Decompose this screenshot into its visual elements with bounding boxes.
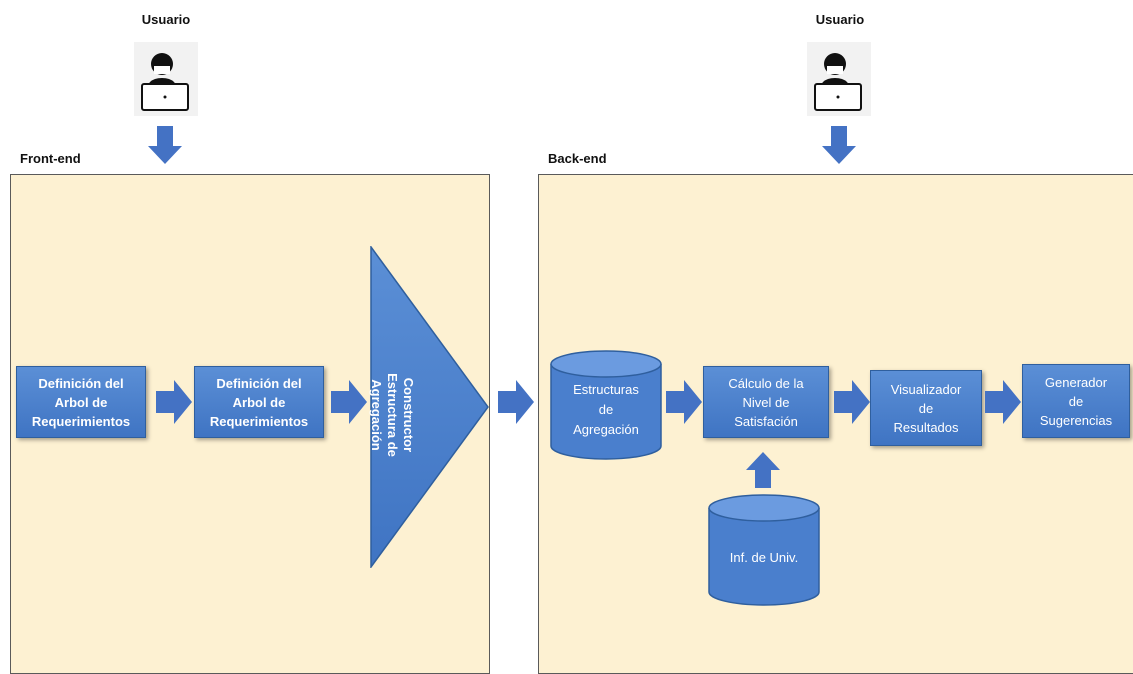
backend-label: Back-end xyxy=(548,151,607,166)
left-down-arrow xyxy=(148,126,182,164)
flow-arrow-3 xyxy=(498,380,534,424)
satisfaction-calc-box: Cálculo de la Nivel de Satisfación xyxy=(703,366,829,438)
university-info-cylinder xyxy=(708,494,820,606)
flow-arrow-5 xyxy=(834,380,870,424)
left-user-label: Usuario xyxy=(141,12,191,27)
aggregation-constructor-shape xyxy=(370,246,489,568)
up-arrow xyxy=(746,452,780,488)
left-user-icon xyxy=(134,42,198,116)
suggestions-generator-box: Generador de Sugerencias xyxy=(1022,364,1130,438)
flow-arrow-6 xyxy=(985,380,1021,424)
frontend-label: Front-end xyxy=(20,151,81,166)
flow-arrow-1 xyxy=(156,380,192,424)
requirements-tree-box-1: Definición del Arbol de Requerimientos xyxy=(16,366,146,438)
university-info-label: Inf. de Univ. xyxy=(729,550,799,565)
aggregation-structures-label: Estructuras de Agregación xyxy=(573,382,639,437)
aggregation-structures-cylinder xyxy=(550,350,662,460)
flow-arrow-2 xyxy=(331,380,367,424)
right-user-icon xyxy=(807,42,871,116)
aggregation-constructor-label: Constructor Estructura de Agregación xyxy=(369,373,416,457)
flow-arrow-4 xyxy=(666,380,702,424)
requirements-tree-box-2: Definición del Arbol de Requerimientos xyxy=(194,366,324,438)
results-visualizer-box: Visualizador de Resultados xyxy=(870,370,982,446)
right-down-arrow xyxy=(822,126,856,164)
right-user-label: Usuario xyxy=(815,12,865,27)
